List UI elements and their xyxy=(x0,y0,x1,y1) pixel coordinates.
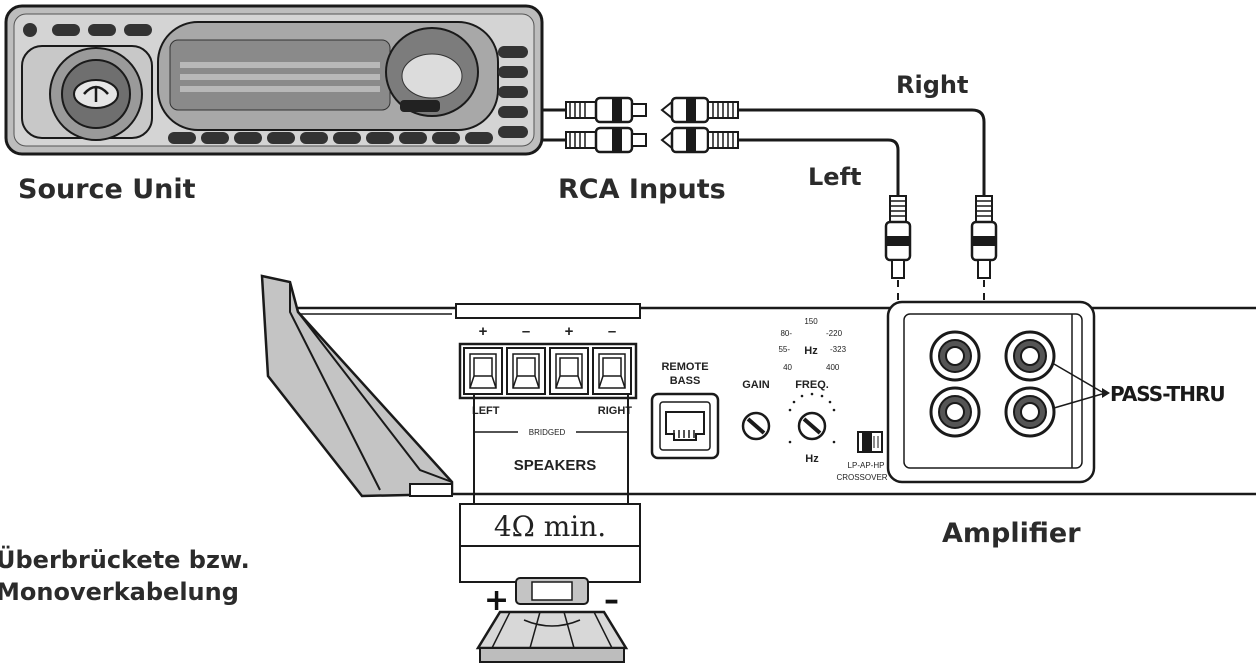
preset-button[interactable] xyxy=(399,132,427,144)
terminal-polarity-label: – xyxy=(522,323,530,340)
left-channel-label: Left xyxy=(808,163,861,191)
gain-knob[interactable]: GAIN xyxy=(741,379,771,441)
rca-jack-right-in[interactable] xyxy=(1004,330,1056,382)
remote-bass-port: REMOTE BASS xyxy=(650,361,720,460)
svg-text:-220: -220 xyxy=(826,329,843,338)
rca-plug-amp-top xyxy=(660,96,739,124)
bridged-wiring-label-line2: Monoverkabelung xyxy=(0,578,239,606)
speaker-plus-sign: + xyxy=(484,583,509,618)
preset-button[interactable] xyxy=(300,132,328,144)
freq-scale: 150 80- -220 55- -323 40 400 Hz xyxy=(778,317,846,372)
terminal-polarity-label: – xyxy=(608,323,616,340)
rca-connectors xyxy=(542,96,998,409)
rca-plug-amp-bottom xyxy=(660,126,739,154)
right-channel-label: Right xyxy=(896,71,968,99)
speaker-terminal[interactable]: + xyxy=(463,323,503,395)
rca-jack-right-out[interactable] xyxy=(1004,386,1056,438)
source-unit-display xyxy=(157,21,499,131)
crossover-label-line1: LP-AP-HP xyxy=(848,461,885,470)
crossover-switch[interactable]: LP-AP-HP CROSSOVER xyxy=(836,431,888,482)
preset-button[interactable] xyxy=(366,132,394,144)
preset-button[interactable] xyxy=(465,132,493,144)
source-unit-preset-buttons xyxy=(168,132,493,144)
preset-button[interactable] xyxy=(234,132,262,144)
right-channel-cable xyxy=(738,108,986,196)
speaker xyxy=(475,577,629,663)
terminal-right-label: RIGHT xyxy=(598,405,633,417)
svg-text:40: 40 xyxy=(783,363,792,372)
speaker-terminal-block: + – + – xyxy=(458,323,638,400)
rca-plug-left-vertical xyxy=(884,195,912,279)
freq-label: FREQ. xyxy=(795,379,829,391)
rca-plug-right-vertical xyxy=(970,195,998,279)
terminal-left-label: LEFT xyxy=(472,405,500,417)
speaker-wiring xyxy=(459,394,641,583)
volume-knob xyxy=(21,45,153,141)
amplifier-label: Amplifier xyxy=(942,518,1081,549)
speaker-terminal[interactable]: – xyxy=(506,323,546,395)
bridged-wiring-label-line1: Überbrückete bzw. xyxy=(0,544,250,574)
preset-button[interactable] xyxy=(201,132,229,144)
crossover-label-line2: CROSSOVER xyxy=(836,473,887,482)
source-unit-label: Source Unit xyxy=(18,174,196,205)
speaker-terminal[interactable]: – xyxy=(592,323,632,395)
preset-button[interactable] xyxy=(432,132,460,144)
bridged-label: BRIDGED xyxy=(529,428,566,437)
preset-button[interactable] xyxy=(168,132,196,144)
terminal-polarity-label: + xyxy=(479,323,488,340)
amplifier-body xyxy=(260,274,1256,498)
speakers-label: SPEAKERS xyxy=(514,457,597,474)
terminal-polarity-label: + xyxy=(565,323,574,340)
speaker-minus-sign: – xyxy=(604,583,619,618)
svg-text:150: 150 xyxy=(804,317,818,326)
pass-thru-label: PASS-THRU xyxy=(1110,382,1225,406)
input-panel xyxy=(886,300,1110,484)
preset-button[interactable] xyxy=(333,132,361,144)
gain-label: GAIN xyxy=(742,379,770,391)
rca-plug-source-bottom xyxy=(565,126,647,154)
source-unit-side-buttons xyxy=(498,46,528,138)
speaker-terminal[interactable]: + xyxy=(549,323,589,395)
svg-text:-323: -323 xyxy=(830,345,847,354)
rca-inputs-label: RCA Inputs xyxy=(558,174,726,205)
preset-button[interactable] xyxy=(267,132,295,144)
freq-hz-label-top: Hz xyxy=(804,345,818,357)
svg-text:55-: 55- xyxy=(778,345,790,354)
left-channel-cable xyxy=(738,138,900,196)
source-unit xyxy=(4,4,544,156)
rca-jack-left-in[interactable] xyxy=(929,330,981,382)
freq-knob[interactable]: FREQ. Hz xyxy=(788,379,836,465)
freq-hz-label-bottom: Hz xyxy=(805,453,819,465)
rca-jack-left-out[interactable] xyxy=(929,386,981,438)
svg-text:400: 400 xyxy=(826,363,840,372)
remote-bass-label-line2: BASS xyxy=(670,375,701,387)
source-unit-top-buttons xyxy=(23,23,152,37)
rca-plug-source-top xyxy=(565,96,647,124)
remote-bass-label-line1: REMOTE xyxy=(661,361,708,373)
impedance-label: 4Ω min. xyxy=(494,510,606,543)
svg-text:80-: 80- xyxy=(780,329,792,338)
